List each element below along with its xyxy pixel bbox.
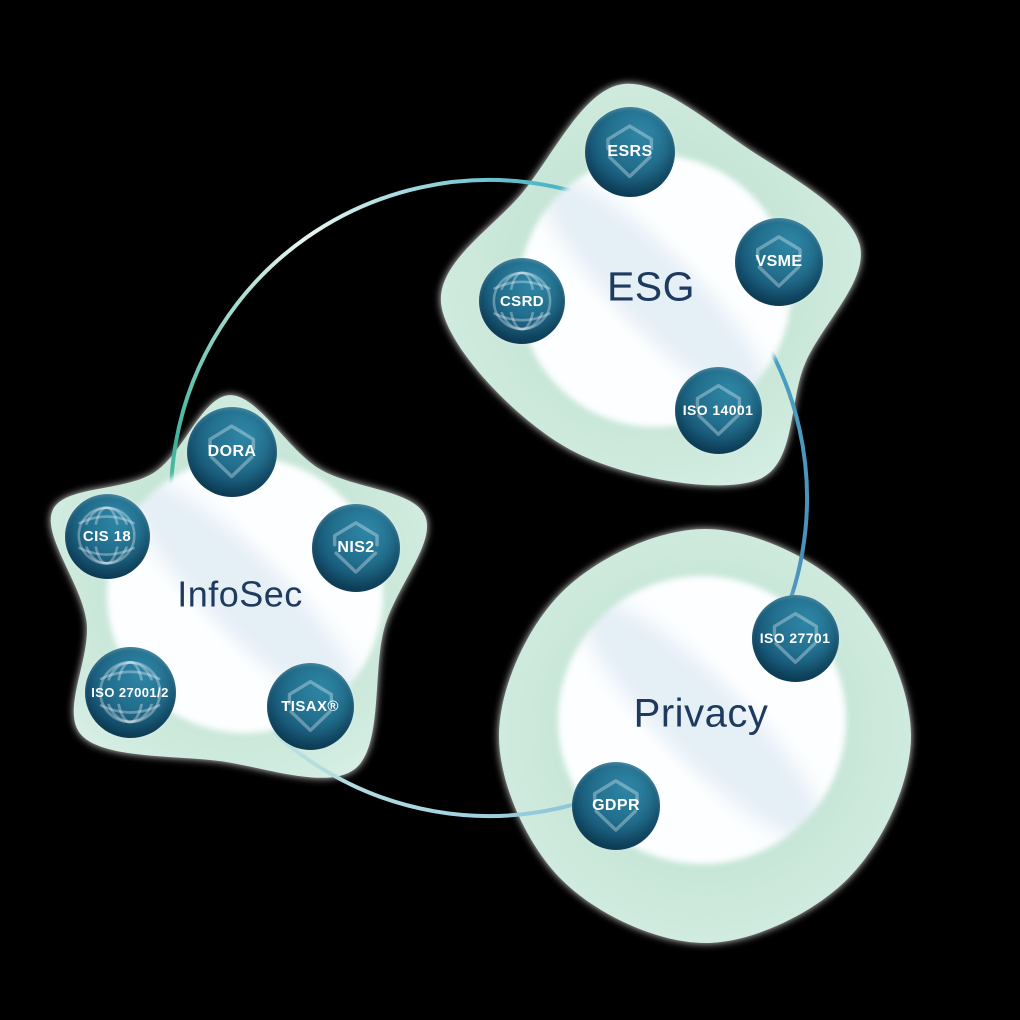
shield-icon <box>287 679 333 732</box>
badge-label: DORA <box>207 443 257 460</box>
shield-icon <box>333 521 379 574</box>
badge-iso-27001-2: ISO 27001/2 <box>84 646 176 738</box>
privacy-cluster-label: Privacy <box>633 691 769 736</box>
badge-iso-27701: ISO 27701 <box>751 594 839 682</box>
badge-gdpr: GDPR <box>572 762 660 850</box>
globe-icon <box>98 660 162 724</box>
shield-icon <box>695 383 741 436</box>
infosec-cluster-label: InfoSec <box>177 573 303 615</box>
shield-icon <box>208 424 256 479</box>
shield-icon <box>756 235 802 288</box>
badge-label: TISAX® <box>281 697 339 715</box>
badge-label: ISO 14001 <box>682 402 754 418</box>
globe-icon <box>492 271 552 331</box>
badge-label: ESRS <box>607 143 653 160</box>
badge-nis2: NIS2 <box>312 504 400 592</box>
badge-csrd: CSRD <box>479 258 565 344</box>
badge-tisax: TISAX® <box>266 662 354 750</box>
esg-cluster-label: ESG <box>606 263 696 310</box>
badge-label: ISO 27701 <box>759 630 831 646</box>
shield-icon <box>772 611 818 664</box>
shield-icon <box>593 779 639 832</box>
badge-iso-14001: ISO 14001 <box>674 366 762 454</box>
badge-label: CIS 18 <box>82 527 132 545</box>
badge-esrs: ESRS <box>585 107 675 197</box>
esg-white-circle <box>519 155 791 427</box>
shield-icon <box>606 124 654 179</box>
badge-label: NIS2 <box>337 539 375 556</box>
badge-label: CSRD <box>499 292 545 310</box>
badge-label: ISO 27001/2 <box>91 684 169 700</box>
badge-label: GDPR <box>592 797 640 814</box>
badge-cis-18: CIS 18 <box>64 493 150 579</box>
badge-dora: DORA <box>187 407 277 497</box>
globe-icon <box>77 506 137 566</box>
badge-vsme: VSME <box>735 218 823 306</box>
badge-label: VSME <box>755 253 803 270</box>
